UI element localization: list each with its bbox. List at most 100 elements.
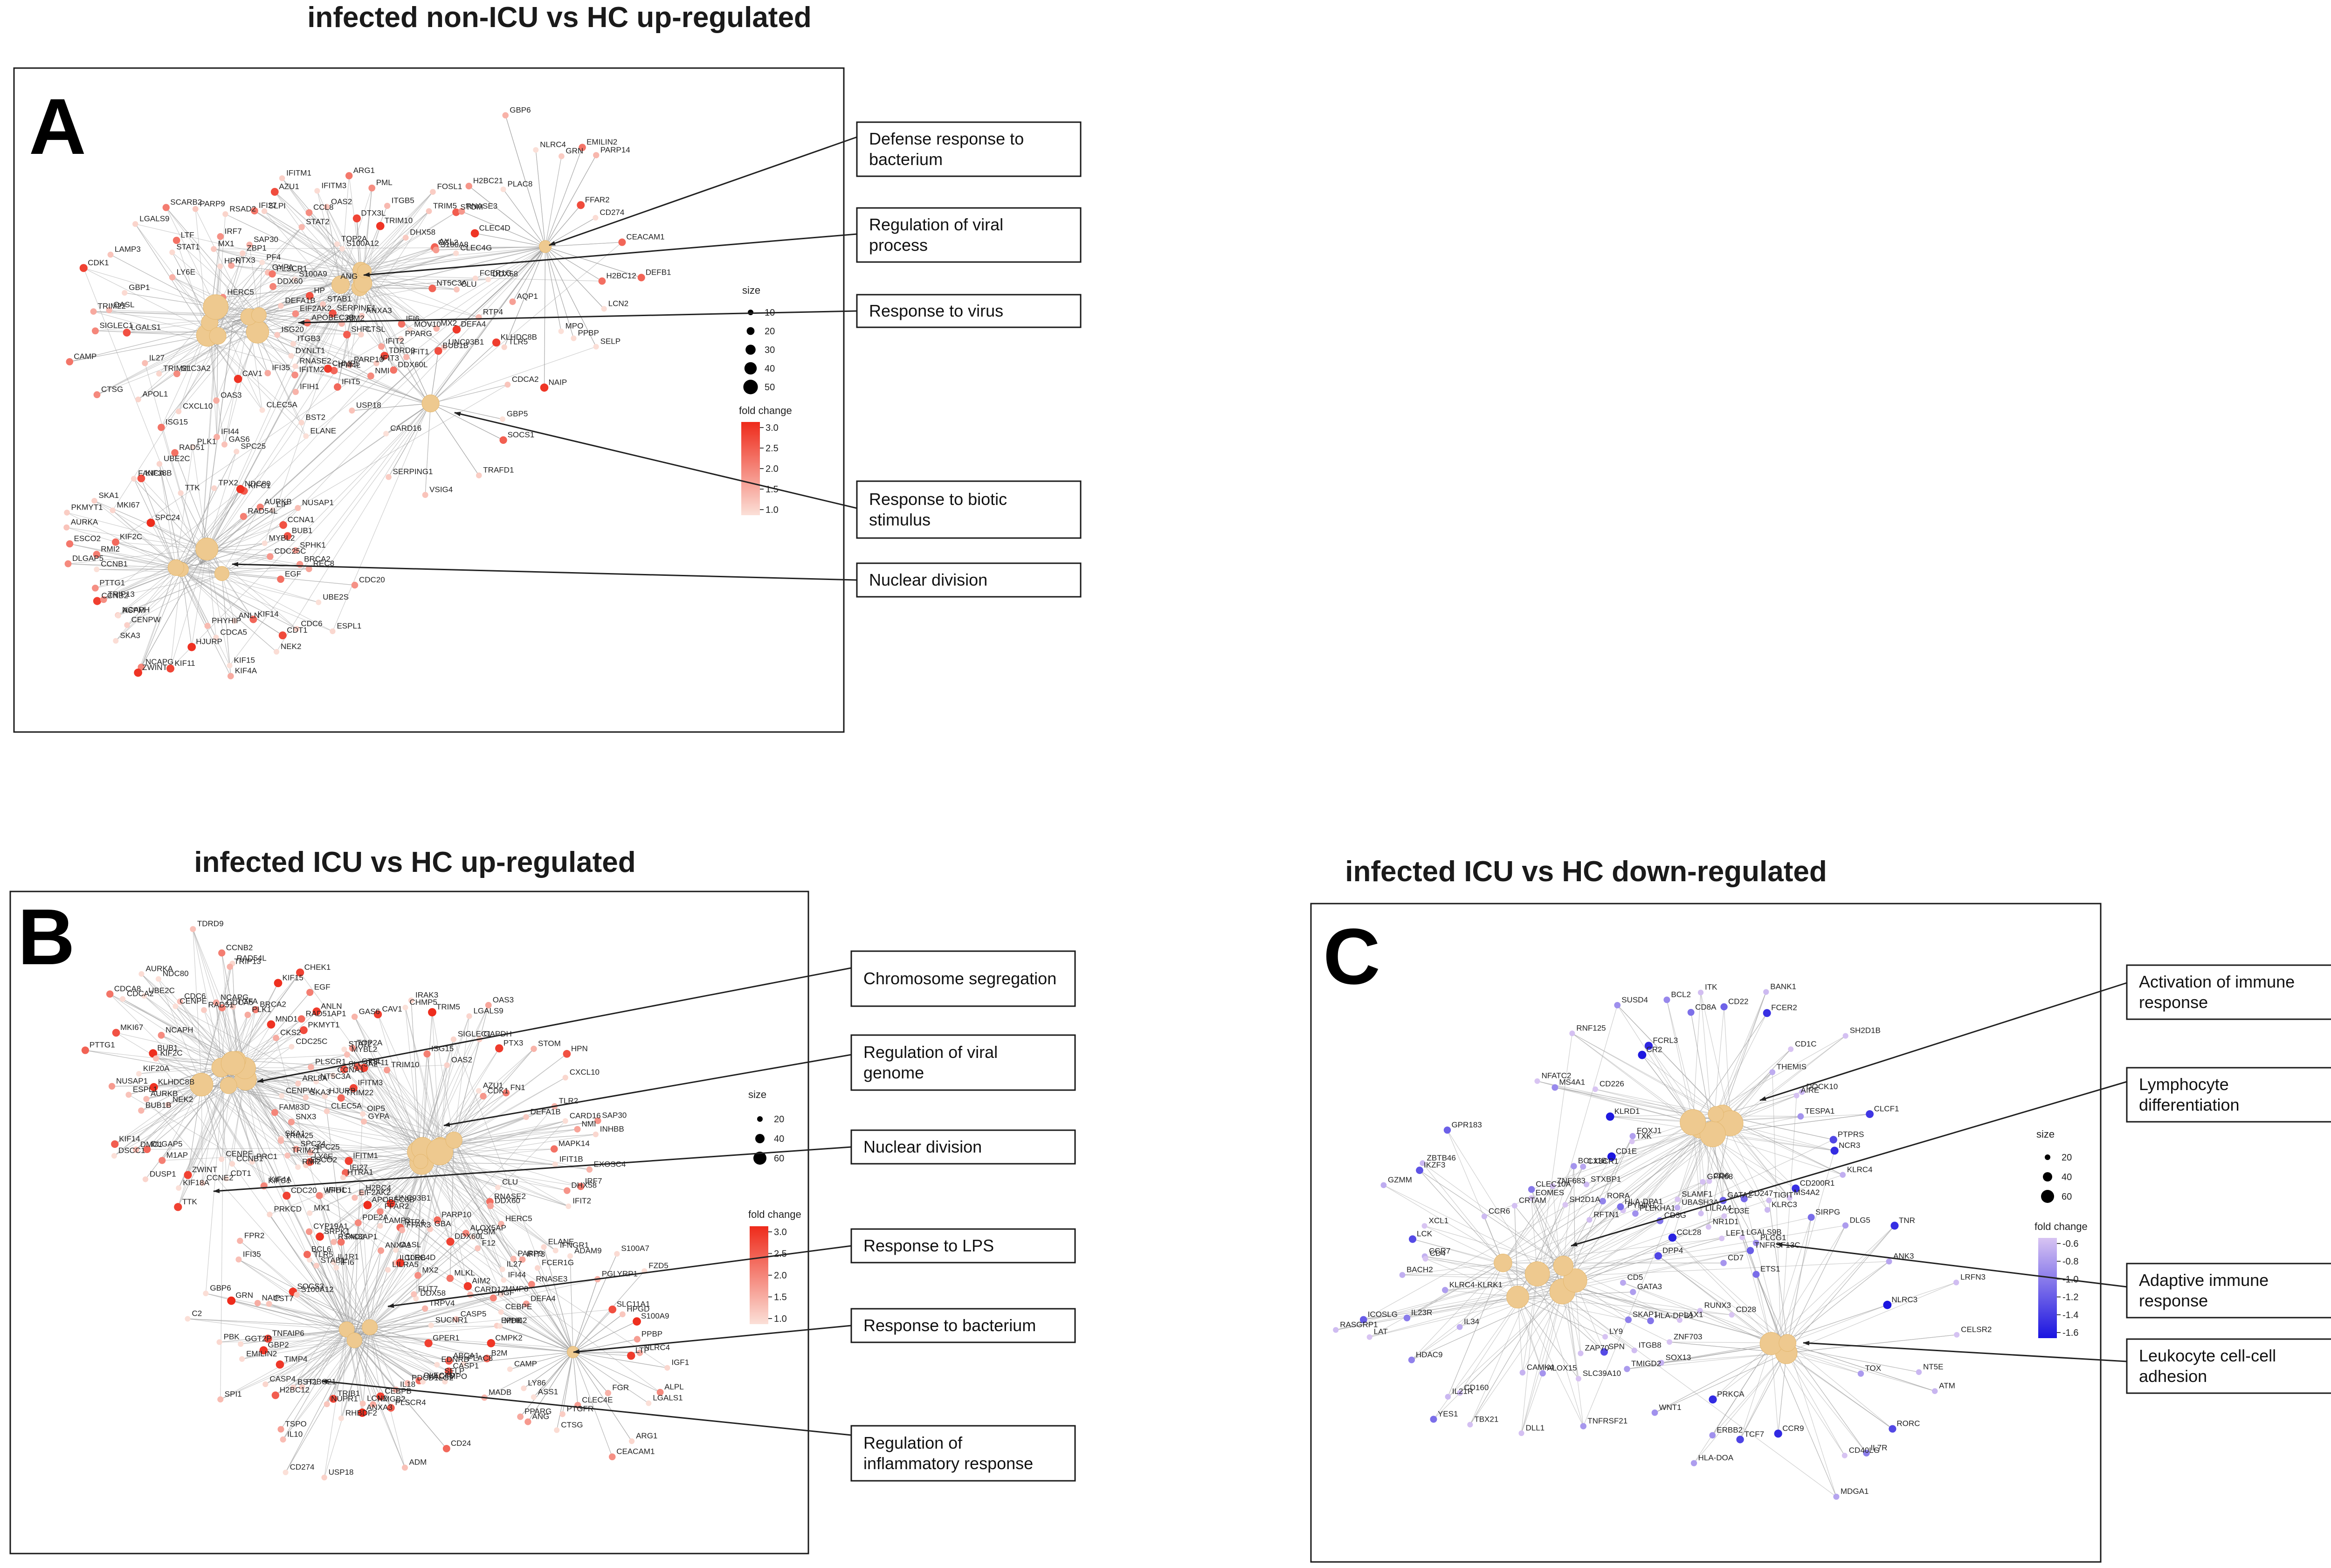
gene-node-zbtb46 bbox=[1420, 1160, 1426, 1166]
gene-label-aurka: AURKA bbox=[71, 518, 98, 526]
gene-node-bank1 bbox=[1763, 989, 1769, 995]
hub-node bbox=[1524, 1261, 1550, 1286]
gene-label-gper1: GPER1 bbox=[433, 1333, 460, 1342]
gene-node-cd6 bbox=[1706, 1178, 1712, 1184]
gene-label-hjurp: HJURP bbox=[329, 1086, 356, 1095]
gene-node-hpgd bbox=[619, 1311, 626, 1318]
gene-label-stab1: STAB1 bbox=[321, 1256, 345, 1265]
gene-node-ccnb1 bbox=[229, 1161, 235, 1167]
gene-label-herc5: HERC5 bbox=[227, 288, 254, 297]
fc-legend-label: 2.0 bbox=[766, 464, 779, 474]
callout-response-to-lps: Response to LPS bbox=[387, 1228, 1076, 1308]
gene-node-isg20 bbox=[274, 332, 281, 338]
gene-node-sox13 bbox=[1658, 1360, 1664, 1366]
gene-node-unc93b1 bbox=[386, 1199, 395, 1208]
gene-node-aurkb bbox=[143, 1096, 150, 1102]
gene-label-plscr4: PLSCR4 bbox=[395, 1398, 426, 1407]
gene-node-ffar2 bbox=[377, 1208, 384, 1216]
gene-label-gzmm: GZMM bbox=[1388, 1175, 1412, 1184]
gene-node-cdc6 bbox=[294, 626, 300, 632]
gene-node-pkmyt1 bbox=[299, 1026, 308, 1034]
gene-node-itgb3 bbox=[290, 341, 297, 347]
gene-label-dpp4: DPP4 bbox=[1662, 1246, 1683, 1255]
gene-label-aim2: AIM2 bbox=[472, 1277, 490, 1285]
gene-node-clec4d bbox=[470, 229, 479, 238]
gene-node-tgfa bbox=[230, 1003, 236, 1010]
gene-node-grn bbox=[559, 153, 565, 159]
gene-node-bach2 bbox=[1399, 1272, 1406, 1278]
gene-node-cdca5 bbox=[213, 635, 219, 641]
gene-label-s100a12: S100A12 bbox=[346, 239, 379, 248]
gene-label-il27: IL27 bbox=[149, 353, 165, 362]
gene-node-osm bbox=[470, 1234, 476, 1240]
gene-label-oas2: OAS2 bbox=[331, 197, 352, 206]
gene-node-hla-doa bbox=[1690, 1460, 1697, 1466]
fc-legend-label: 1.0 bbox=[766, 505, 779, 515]
gene-label-itgb8: ITGB8 bbox=[1639, 1340, 1662, 1349]
gene-node-parp10 bbox=[346, 361, 353, 368]
gene-label-crtam: CRTAM bbox=[1519, 1196, 1546, 1205]
gene-node-parp9 bbox=[192, 206, 199, 212]
gene-node-parp10 bbox=[434, 1216, 441, 1224]
gene-label-lcn2: LCN2 bbox=[608, 299, 628, 308]
gene-label-h2bc12: H2BC12 bbox=[606, 271, 636, 280]
gene-label-ltf: LTF bbox=[635, 1346, 649, 1355]
gene-label-anln: ANLN bbox=[321, 1002, 342, 1010]
gene-node-ets1 bbox=[1752, 1271, 1760, 1278]
gene-label-ddx60: DDX60 bbox=[277, 277, 303, 286]
callout-box bbox=[850, 1228, 1076, 1264]
gene-node-h2bc12 bbox=[271, 1391, 279, 1399]
gene-label-nek2: NEK2 bbox=[172, 1095, 193, 1104]
gene-node-cav1 bbox=[234, 374, 242, 383]
gene-label-rmi2: RMI2 bbox=[101, 545, 120, 553]
gene-node-exosc4 bbox=[586, 1166, 593, 1173]
gene-label-lamp3: LAMP3 bbox=[384, 1216, 410, 1225]
gene-node-cdc20 bbox=[351, 581, 359, 589]
gene-label-kif15: KIF15 bbox=[282, 973, 303, 982]
gene-node-anxa3 bbox=[359, 312, 365, 319]
gene-label-rmi2: RMI2 bbox=[302, 1157, 321, 1166]
gene-node-cebpb bbox=[376, 1392, 385, 1401]
gene-node-gbp6 bbox=[203, 1291, 209, 1297]
gene-label-cenpw: CENPW bbox=[286, 1086, 315, 1095]
hub-nodes bbox=[190, 1051, 579, 1358]
gene-label-emilin2: EMILIN2 bbox=[246, 1349, 277, 1358]
gene-node-siglec1 bbox=[91, 327, 99, 335]
gene-label-ppbp: PPBP bbox=[641, 1329, 662, 1338]
gene-label-itgb3: ITGB3 bbox=[297, 334, 320, 343]
size-legend-label: 40 bbox=[774, 1134, 784, 1144]
gene-node-hla-dpa1 bbox=[1617, 1203, 1624, 1210]
gene-label-nek2: NEK2 bbox=[281, 642, 301, 651]
gene-label-cd7: CD7 bbox=[1728, 1253, 1744, 1262]
gene-node-mov10 bbox=[407, 327, 413, 333]
gene-node-cst7 bbox=[266, 1300, 272, 1307]
gene-label-parp9: PARP9 bbox=[517, 1249, 543, 1258]
gene-label-ctsl: CTSL bbox=[365, 325, 385, 334]
gene-node-cd28 bbox=[1729, 1312, 1735, 1318]
panel-b: infected ICU vs HC up-regulated B HJURPA… bbox=[9, 846, 1076, 1554]
gene-label-aurkb: AURKB bbox=[264, 497, 292, 506]
gene-node-hla-dpb1 bbox=[1647, 1317, 1654, 1325]
gene-label-gas6: GAS6 bbox=[228, 435, 249, 443]
size-legend-dot bbox=[2043, 1172, 2052, 1181]
gene-label-trim21: TRIM21 bbox=[292, 1146, 320, 1154]
gene-node-aurkb bbox=[256, 504, 264, 511]
gene-node-spc25 bbox=[307, 1149, 314, 1156]
gene-node-siglec1 bbox=[450, 1036, 457, 1043]
size-legend-dot bbox=[743, 380, 758, 394]
gene-node-lilra5 bbox=[385, 1267, 391, 1273]
gene-label-mapk14: MAPK14 bbox=[559, 1139, 590, 1148]
gene-node-irf7 bbox=[217, 233, 224, 240]
gene-label-kif18b: KIF18B bbox=[145, 469, 172, 477]
gene-label-gbp6: GBP6 bbox=[510, 105, 531, 114]
gene-node-b2m bbox=[483, 1354, 491, 1362]
gene-node-cenpw bbox=[124, 622, 130, 628]
gene-label-cdc6: CDC6 bbox=[184, 992, 206, 1001]
gene-label-lat: LAT bbox=[1374, 1327, 1388, 1336]
gene-label-nusap1: NUSAP1 bbox=[116, 1077, 148, 1085]
fc-legend-label: 1.0 bbox=[774, 1314, 787, 1324]
gene-label-hpn: HPN bbox=[571, 1044, 588, 1053]
gene-node-tlr5 bbox=[501, 344, 507, 350]
